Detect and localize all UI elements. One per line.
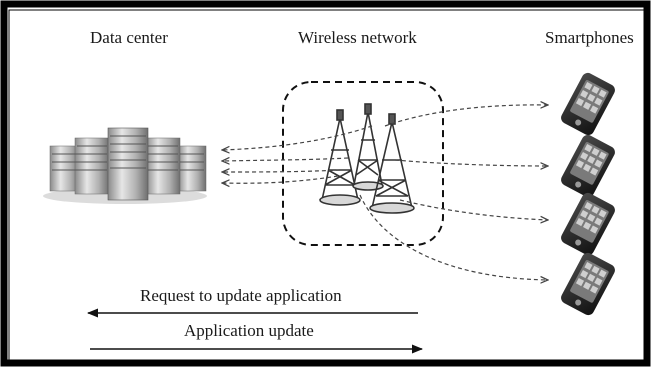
cell-tower-icon — [319, 103, 415, 214]
smartphone-icon-1 — [561, 72, 615, 136]
smartphones-label: Smartphones — [545, 28, 634, 47]
smartphone-icon-4 — [561, 252, 615, 316]
request-label: Request to update application — [140, 286, 342, 305]
smartphone-icon-2 — [561, 134, 615, 198]
update-label: Application update — [184, 321, 314, 340]
downlink-dashed-arrows — [359, 105, 548, 280]
smartphone-icon-3 — [561, 192, 615, 256]
wireless-network-label: Wireless network — [298, 28, 417, 47]
server-rack-icon — [43, 127, 207, 204]
data-center-label: Data center — [90, 28, 168, 47]
uplink-dashed-arrows — [222, 125, 373, 183]
wireless-network-boundary — [282, 81, 444, 246]
